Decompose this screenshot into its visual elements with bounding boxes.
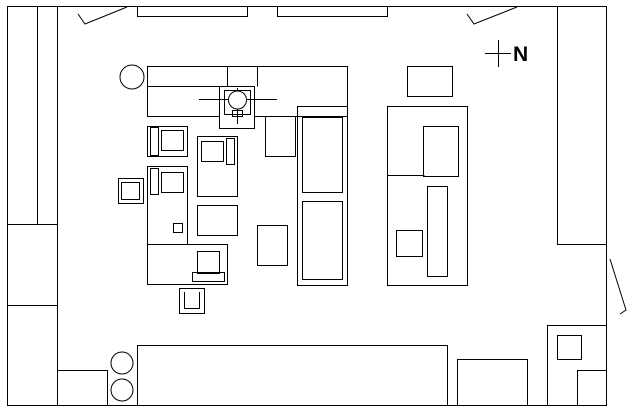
corner-unit-box bbox=[557, 335, 582, 360]
unit-e-inner bbox=[184, 292, 200, 309]
tall-cabinet-upper bbox=[302, 117, 343, 193]
unit-f-slot bbox=[226, 138, 235, 165]
unit-e bbox=[179, 288, 205, 314]
unit-f-screen bbox=[201, 141, 224, 162]
unit-d bbox=[147, 244, 228, 285]
unit-a-screen bbox=[161, 130, 184, 151]
corner-unit-step bbox=[577, 370, 607, 406]
unit-c-knob bbox=[173, 223, 183, 233]
lamp-base bbox=[232, 110, 243, 117]
unit-g bbox=[197, 205, 238, 236]
door-swing-top-left bbox=[77, 6, 128, 25]
unit-j bbox=[407, 66, 453, 97]
north-label: N bbox=[513, 43, 528, 66]
unit-c-screen bbox=[161, 172, 184, 193]
right-cabinet-slot bbox=[427, 186, 448, 277]
tall-cabinet bbox=[297, 106, 348, 286]
unit-d-tray bbox=[192, 272, 225, 282]
lamp-icon bbox=[228, 90, 247, 110]
bottom-left-block bbox=[57, 370, 108, 406]
right-cabinet bbox=[387, 106, 468, 286]
round-fixture-top bbox=[119, 64, 145, 90]
unit-a bbox=[147, 126, 188, 157]
top-cabinet-left bbox=[137, 6, 248, 17]
tall-cabinet-lower bbox=[302, 201, 343, 280]
unit-i bbox=[257, 225, 288, 266]
round-fixture-bottom-a bbox=[110, 351, 134, 375]
top-cabinet-right bbox=[277, 6, 388, 17]
left-wall-lower bbox=[7, 305, 58, 406]
unit-f bbox=[197, 136, 238, 197]
unit-b-inner bbox=[121, 182, 140, 200]
unit-h bbox=[265, 116, 296, 157]
door-swing-top-right bbox=[466, 6, 518, 25]
left-wall-middle bbox=[7, 224, 58, 306]
right-cabinet-screen bbox=[423, 126, 459, 177]
right-cabinet-box bbox=[396, 230, 423, 257]
round-fixture-bottom-b bbox=[110, 378, 134, 402]
right-wall-upper bbox=[557, 6, 607, 245]
unit-d-screen bbox=[197, 251, 220, 274]
unit-b bbox=[118, 178, 144, 204]
unit-c-slot bbox=[150, 168, 159, 195]
unit-a-slot bbox=[150, 127, 159, 156]
bottom-box bbox=[457, 359, 528, 406]
left-wall-upper bbox=[7, 6, 38, 225]
bottom-counter bbox=[137, 345, 448, 406]
door-swing-right bbox=[609, 258, 627, 315]
